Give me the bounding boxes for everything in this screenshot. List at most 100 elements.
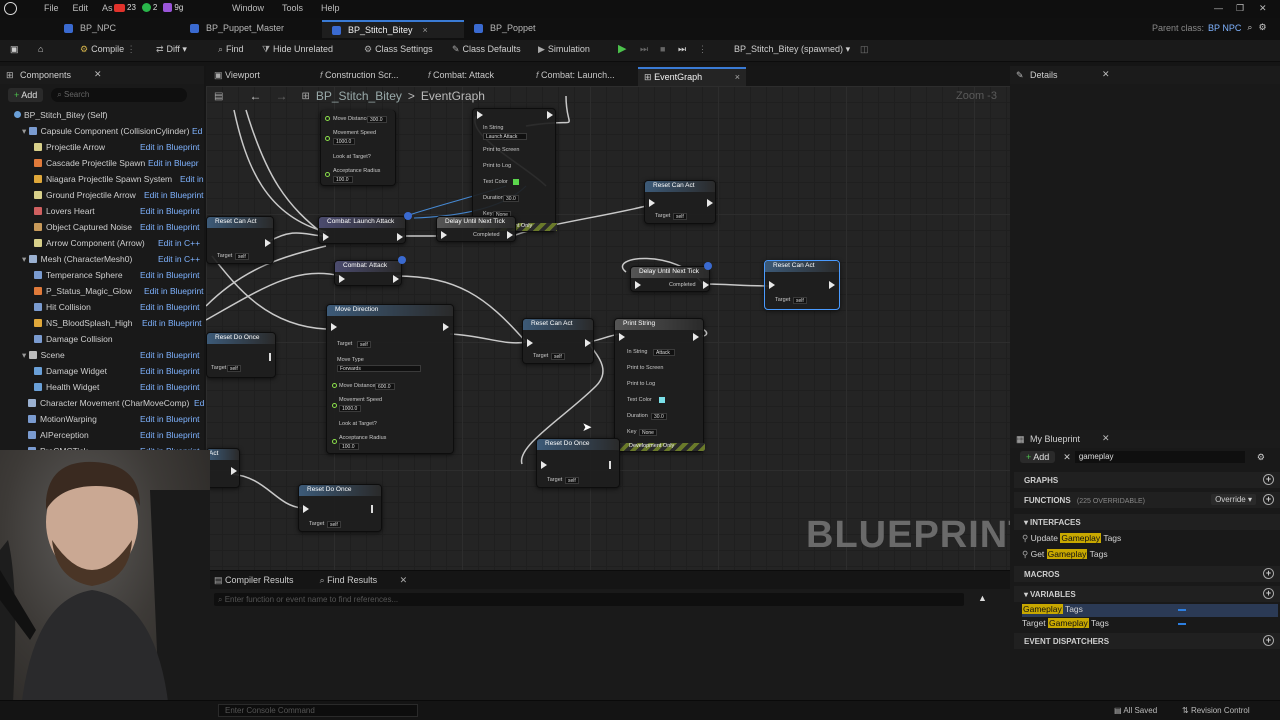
section-macros[interactable]: MACROS+ bbox=[1014, 566, 1280, 582]
self-field[interactable]: self bbox=[673, 213, 687, 220]
key-field[interactable]: None bbox=[639, 429, 657, 436]
unreal-logo-icon[interactable] bbox=[4, 2, 17, 15]
skip-icon[interactable]: ⏭ bbox=[678, 44, 687, 54]
menu-file[interactable]: File bbox=[44, 3, 59, 13]
move-type-select[interactable]: Forwards bbox=[337, 365, 421, 372]
edit-in-blueprint-link[interactable]: Ed bbox=[194, 398, 205, 408]
variable-item[interactable]: Target Gameplay Tags bbox=[1022, 618, 1278, 631]
edit-in-blueprint-link[interactable]: Edit in Blueprint bbox=[142, 318, 202, 328]
self-field[interactable]: self bbox=[793, 297, 807, 304]
exec-out-pin[interactable] bbox=[269, 353, 271, 361]
close-tab-icon[interactable]: ✕ bbox=[399, 574, 408, 585]
play-icon[interactable]: ▶ bbox=[618, 43, 627, 55]
edit-in-blueprint-link[interactable]: Edit in bbox=[180, 174, 204, 184]
edit-in-blueprint-link[interactable]: Edit in Blueprint bbox=[140, 382, 200, 392]
exec-in-pin[interactable] bbox=[441, 231, 447, 239]
node-combat-launch-attack[interactable]: Combat: Launch Attack bbox=[318, 216, 406, 244]
class-defaults-button[interactable]: ✎Class Defaults bbox=[452, 44, 521, 55]
duration-field[interactable]: 30.0 bbox=[503, 195, 519, 202]
exec-in-pin[interactable] bbox=[303, 505, 309, 513]
forward-icon[interactable]: → bbox=[275, 89, 288, 103]
restore-icon[interactable]: ❐ bbox=[1236, 3, 1245, 13]
float-pin[interactable] bbox=[325, 172, 330, 177]
interface-item[interactable]: ⚲ Get Gameplay Tags bbox=[1022, 549, 1278, 562]
exec-in-pin[interactable] bbox=[635, 281, 641, 289]
exec-out-pin[interactable] bbox=[393, 275, 399, 283]
add-member-button[interactable]: + Add bbox=[1020, 451, 1056, 463]
exec-out-pin[interactable] bbox=[397, 233, 403, 241]
clear-search-icon[interactable]: ✕ bbox=[1063, 451, 1071, 462]
components-search-input[interactable]: ⌕ Search bbox=[51, 88, 188, 102]
tab-find-results[interactable]: ⌕ Find Results ✕ bbox=[302, 575, 416, 586]
collapse-icon[interactable]: ▾ bbox=[22, 350, 29, 360]
exec-out-pin[interactable] bbox=[265, 239, 271, 247]
tab-combat-attack[interactable]: f Combat: Attack bbox=[428, 70, 494, 80]
console-command-input[interactable]: Enter Console Command bbox=[218, 704, 418, 717]
graph-menu-icon[interactable]: ▤ bbox=[214, 90, 224, 102]
edit-in-blueprint-link[interactable]: Ed bbox=[192, 126, 203, 136]
exec-in-pin[interactable] bbox=[769, 281, 775, 289]
tree-item-self[interactable]: BP_Stitch_Bitey (Self) bbox=[14, 110, 108, 126]
parent-class-value[interactable]: BP NPC bbox=[1208, 22, 1242, 33]
float-pin[interactable] bbox=[325, 116, 330, 121]
text-color-swatch[interactable] bbox=[659, 397, 665, 403]
close-my-blueprint-icon[interactable]: ✕ bbox=[1102, 433, 1110, 443]
asset-tab-bp-puppet-master[interactable]: BP_Puppet_Master bbox=[180, 20, 292, 38]
tab-compiler-results[interactable]: ▤ Compiler Results bbox=[206, 575, 302, 586]
exec-in-pin[interactable] bbox=[649, 199, 655, 207]
node-delay-until-next-tick-2[interactable]: Delay Until Next Tick Completed bbox=[630, 266, 710, 292]
float-pin[interactable] bbox=[332, 403, 337, 408]
node-move-direction-top[interactable]: Move Distance 300.0 Movement Speed 1000.… bbox=[320, 110, 396, 186]
asset-tab-bp-poppet[interactable]: BP_Poppet bbox=[464, 20, 544, 38]
exec-out-pin[interactable] bbox=[371, 505, 373, 513]
add-macro-icon[interactable]: + bbox=[1263, 568, 1274, 579]
node-act-stub[interactable]: Act bbox=[206, 448, 240, 488]
self-field[interactable]: self bbox=[565, 477, 579, 484]
edit-in-blueprint-link[interactable]: Edit in Blueprint bbox=[140, 302, 200, 312]
edit-in-blueprint-link[interactable]: Edit in Blueprint bbox=[140, 206, 200, 216]
interface-item[interactable]: ⚲ Update Gameplay Tags bbox=[1022, 533, 1278, 546]
stop-icon[interactable]: ■ bbox=[660, 44, 666, 54]
add-function-icon[interactable]: + bbox=[1263, 494, 1274, 505]
save-icon[interactable]: ▣ bbox=[10, 44, 19, 54]
edit-in-blueprint-link[interactable]: Edit in Blueprint bbox=[144, 286, 204, 296]
section-graphs[interactable]: GRAPHS+ bbox=[1014, 472, 1280, 488]
node-reset-do-once-3[interactable]: Reset Do Once Target self bbox=[298, 484, 382, 532]
debug-filter-icon[interactable]: ◫ bbox=[860, 44, 869, 54]
back-icon[interactable]: ← bbox=[249, 89, 262, 103]
self-field[interactable]: self bbox=[551, 353, 565, 360]
node-move-direction[interactable]: Move Direction Target self Move Type For… bbox=[326, 304, 454, 454]
all-saved-status[interactable]: ▤ All Saved bbox=[1114, 706, 1157, 715]
settings-icon[interactable]: ⚙ bbox=[1258, 22, 1267, 32]
tree-item-component[interactable]: Character Movement (CharMoveComp)Ed bbox=[28, 398, 204, 414]
self-field[interactable]: self bbox=[327, 521, 341, 528]
edit-in-blueprint-link[interactable]: Edit in Blueprint bbox=[140, 414, 200, 424]
tab-construction-script[interactable]: f Construction Scr... bbox=[320, 70, 399, 80]
event-graph-canvas[interactable]: ▤ ← → ⊞ BP_Stitch_Bitey > EventGraph Zoo… bbox=[206, 86, 1010, 570]
variable-item[interactable]: Gameplay Tags bbox=[1022, 604, 1278, 617]
float-pin[interactable] bbox=[325, 136, 330, 141]
edit-in-blueprint-link[interactable]: Edit in Blueprint bbox=[140, 222, 200, 232]
acceptance-field[interactable]: 100.0 bbox=[339, 443, 359, 450]
menu-help[interactable]: Help bbox=[321, 3, 340, 13]
exec-out-pin[interactable] bbox=[609, 461, 611, 469]
exec-out-pin[interactable] bbox=[443, 323, 449, 331]
search-icon[interactable]: ⌕ bbox=[1247, 22, 1253, 32]
edit-in-blueprint-link[interactable]: Edit in Blueprint bbox=[140, 350, 200, 360]
self-field[interactable]: self bbox=[227, 365, 241, 372]
node-reset-can-act-3[interactable]: Reset Can Act Target self bbox=[764, 260, 840, 310]
minimize-icon[interactable]: — bbox=[1214, 3, 1223, 13]
exec-in-pin[interactable] bbox=[339, 275, 345, 283]
section-interfaces[interactable]: ▾INTERFACES bbox=[1014, 514, 1280, 530]
movement-speed-field[interactable]: 1000.0 bbox=[339, 405, 361, 412]
exec-in-pin[interactable] bbox=[619, 333, 625, 341]
debug-object-select[interactable]: BP_Stitch_Bitey (spawned) ▾ bbox=[734, 44, 851, 54]
acceptance-field[interactable]: 100.0 bbox=[333, 176, 353, 183]
close-window-icon[interactable]: ✕ bbox=[1259, 3, 1267, 13]
